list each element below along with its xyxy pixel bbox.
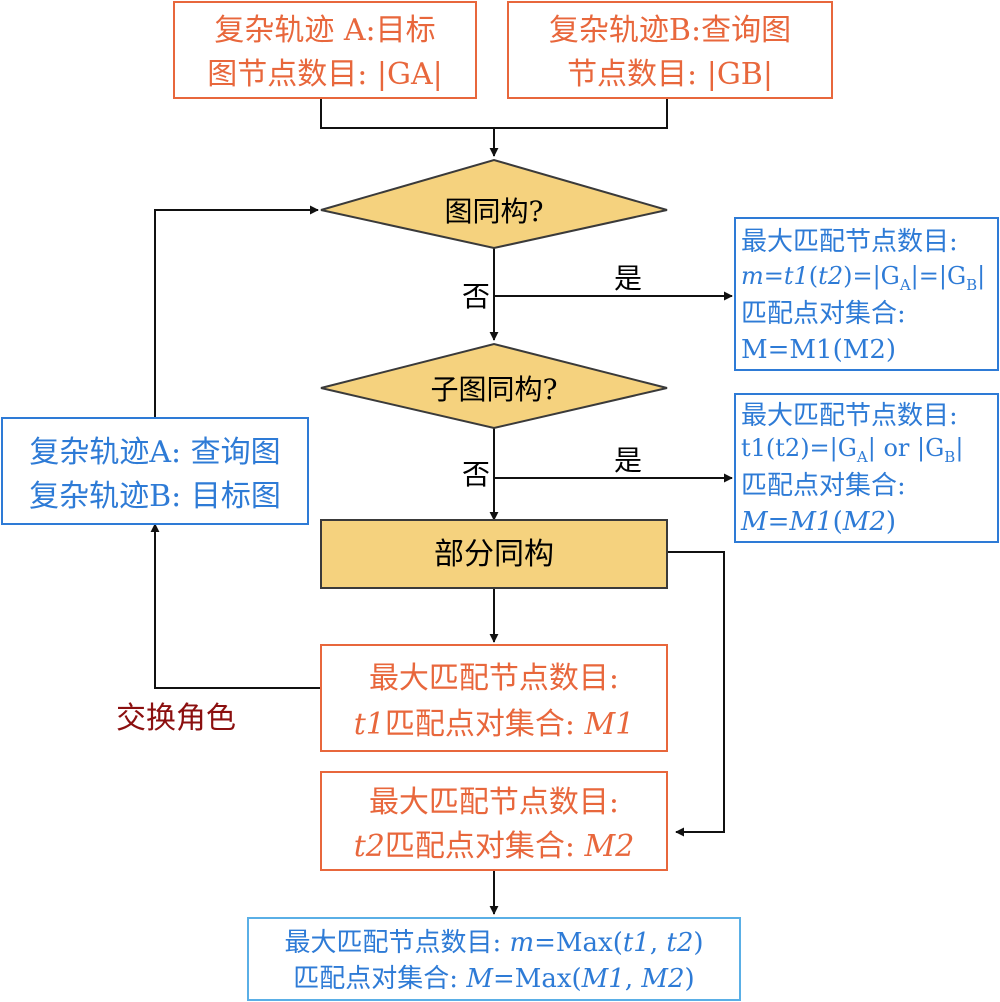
input-b-line2: 节点数目: |GB| — [567, 57, 773, 92]
result-subiso-line2: t1(t2)=|GA| or |GB| — [741, 434, 963, 466]
process-partial-isomorphism: 部分同构 — [320, 519, 668, 589]
label-no-1: 否 — [462, 280, 490, 313]
subscript-a: A — [899, 276, 911, 294]
subscript-a: A — [856, 448, 868, 466]
final-result-box: 最大匹配节点数目: m=Max(t1, t2) 匹配点对集合: M=Max(M1… — [247, 917, 741, 1001]
input-a-line2: 图节点数目: |GA| — [207, 57, 443, 92]
connectors — [150, 98, 733, 915]
eq: = — [768, 507, 790, 537]
var-M1: M1 — [788, 507, 832, 537]
paren-close: ) — [886, 507, 896, 537]
or-text: | or |G — [868, 434, 945, 463]
var-M1: M1 — [581, 964, 625, 994]
var-M2: M2 — [842, 507, 886, 537]
var-M1: M1 — [584, 707, 635, 742]
matching-set-label: 匹配点对集合: — [385, 707, 585, 742]
swap-box-line1: 复杂轨迹A: 查询图 — [29, 435, 280, 470]
input-a-line1: 复杂轨迹 A:目标 — [214, 13, 435, 48]
var-m: m — [509, 928, 534, 958]
var-M2: M2 — [640, 964, 684, 994]
paren-open: ( — [809, 262, 818, 290]
arrow-swap-up — [150, 523, 321, 689]
subscript-b: B — [966, 276, 977, 294]
matching-set-label: 匹配点对集合: — [293, 964, 466, 994]
matching-set-label: 匹配点对集合: — [385, 829, 585, 864]
eq: = — [764, 262, 784, 290]
input-b-line1: 复杂轨迹B:查询图 — [549, 13, 791, 48]
paren-open: ( — [833, 507, 843, 537]
subscript-b: B — [944, 448, 955, 466]
t1-t2-eq: t1(t2)=|G — [741, 434, 857, 463]
result-iso-line3: 匹配点对集合: — [741, 299, 906, 329]
result-subiso-line3: 匹配点对集合: — [741, 471, 906, 501]
arrow-to-m2 — [667, 551, 725, 837]
var-m: m — [741, 262, 764, 290]
decision-graph-isomorphism: 图同构? — [320, 158, 668, 250]
var-t1: t1 — [623, 928, 650, 958]
swap-roles-box: 复杂轨迹A: 查询图 复杂轨迹B: 目标图 — [1, 417, 309, 525]
input-box-b: 复杂轨迹B:查询图 节点数目: |GB| — [507, 1, 833, 99]
decision-subgraph-iso-label: 子图同构? — [430, 373, 557, 406]
result-m1-line1: 最大匹配节点数目: — [369, 661, 619, 696]
final-line2: 匹配点对集合: M=Max(M1, M2) — [293, 964, 694, 994]
label-no-2: 否 — [462, 458, 490, 491]
var-t1: t1 — [784, 262, 809, 290]
label-yes-2: 是 — [614, 444, 642, 477]
var-t2: t2 — [666, 928, 693, 958]
decision-subgraph-isomorphism: 子图同构? — [320, 342, 668, 430]
arrow-swap-back — [154, 205, 319, 418]
decision-graph-iso-label: 图同构? — [444, 195, 543, 228]
var-M2: M2 — [584, 829, 635, 864]
result-m1-box: 最大匹配节点数目: t1匹配点对集合: M1 — [320, 644, 668, 752]
paren-close: ) — [685, 964, 695, 994]
graph-g: )=|G — [843, 262, 900, 291]
merge-line — [320, 98, 668, 129]
swap-box-line2: 复杂轨迹B: 目标图 — [29, 479, 281, 514]
result-graph-iso-box: 最大匹配节点数目: m=t1(t2)=|GA|=|GB| 匹配点对集合: M=M… — [734, 217, 999, 371]
result-m2-box: 最大匹配节点数目: t2匹配点对集合: M2 — [320, 771, 668, 871]
graph-mid: |=|G — [911, 262, 966, 291]
result-subiso-line4: M=M1(M2) — [740, 507, 896, 537]
max-nodes-label: 最大匹配节点数目: — [284, 928, 509, 958]
result-iso-line4: M=M1(M2) — [741, 335, 896, 365]
bar-end: | — [955, 434, 963, 463]
var-t1: t1 — [354, 707, 385, 742]
paren-close: ) — [693, 928, 703, 958]
result-subiso-line1: 最大匹配节点数目: — [741, 401, 958, 431]
comma: , — [650, 928, 667, 958]
final-line1: 最大匹配节点数目: m=Max(t1, t2) — [284, 928, 703, 958]
result-m2-line2: t2匹配点对集合: M2 — [354, 829, 635, 864]
result-iso-line1: 最大匹配节点数目: — [741, 227, 958, 257]
var-M: M — [740, 507, 769, 537]
var-M: M — [465, 964, 494, 994]
label-yes-1: 是 — [614, 262, 642, 295]
label-swap-roles: 交换角色 — [116, 701, 236, 736]
result-m1-line2: t1匹配点对集合: M1 — [354, 707, 635, 742]
process-partial-iso-label: 部分同构 — [434, 537, 554, 572]
comma: , — [625, 964, 642, 994]
bar-end: | — [977, 262, 985, 291]
input-box-a: 复杂轨迹 A:目标 图节点数目: |GA| — [173, 1, 477, 99]
result-subgraph-iso-box: 最大匹配节点数目: t1(t2)=|GA| or |GB| 匹配点对集合: M=… — [734, 393, 999, 543]
result-m2-line1: 最大匹配节点数目: — [369, 785, 619, 820]
max-open: =Max( — [534, 928, 623, 958]
result-iso-line2: m=t1(t2)=|GA|=|GB| — [741, 262, 985, 294]
max-open: =Max( — [493, 964, 582, 994]
var-t2: t2 — [818, 262, 843, 290]
var-t2: t2 — [354, 829, 385, 864]
